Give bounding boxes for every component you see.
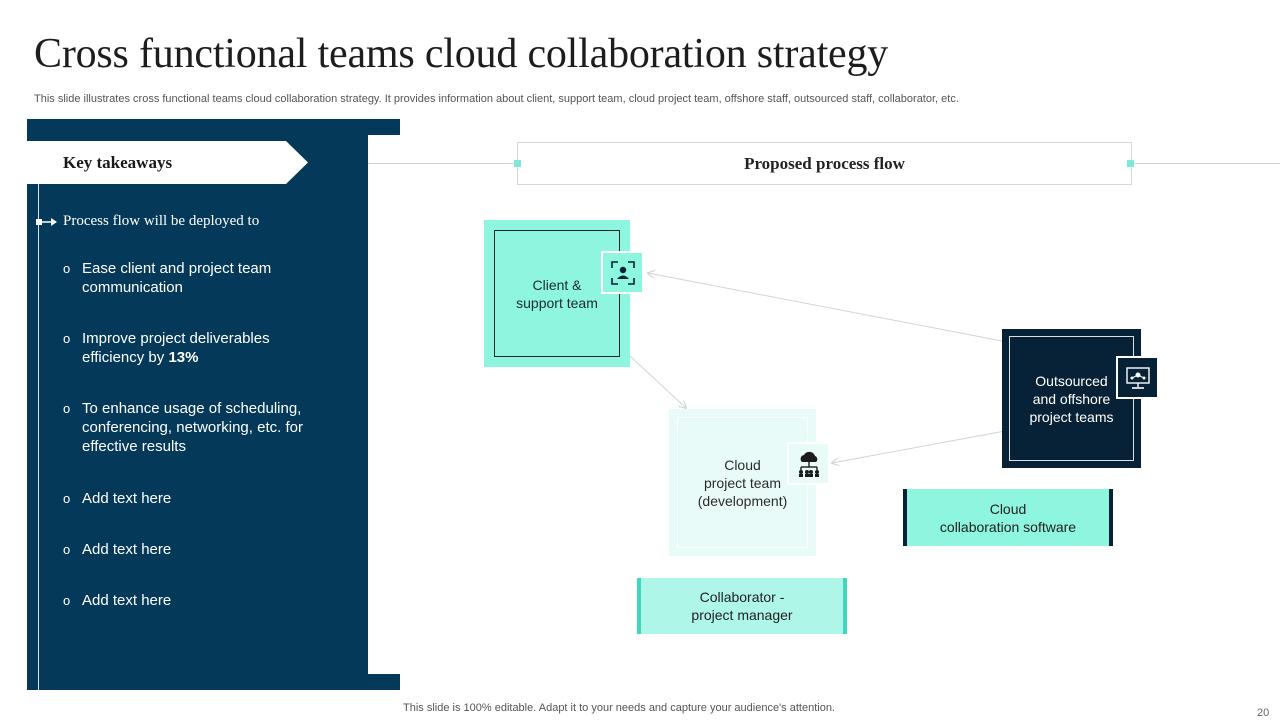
cloud-project-team-node: Cloud project team (development) [669,409,816,556]
takeaways-panel [27,119,400,690]
panel-cutout [368,135,400,674]
key-takeaways-heading: Key takeaways [63,153,173,172]
page-subtitle: This slide illustrates cross functional … [34,93,959,105]
arrow-bullet-icon [36,218,57,226]
monitor-network-icon [1116,356,1159,399]
takeaway-point: o Add text here [63,490,172,507]
circle-bullet-icon: o [63,331,71,346]
header-connector-left [368,163,518,164]
takeaway-point: o Improve project deliverables efficienc… [63,330,270,366]
efficiency-highlight: 13% [168,349,199,366]
page-number: 20 [1257,707,1270,719]
takeaway-point: o To enhance usage of scheduling, confer… [63,400,303,455]
circle-bullet-icon: o [63,542,71,557]
connector-dot [1127,160,1134,167]
cloud-collaboration-software-label: Cloud collaboration software [903,489,1113,546]
page-title: Cross functional teams cloud collaborati… [34,31,889,77]
takeaway-point: o Ease client and project team communica… [63,260,272,296]
process-flow-heading: Proposed process flow [517,142,1132,185]
header-connector-right [1131,163,1280,164]
takeaways-intro: Process flow will be deployed to [63,213,260,229]
arrow-client-to-cloud-team [629,355,686,408]
takeaway-point: o Add text here [63,541,172,558]
key-takeaways-tab [27,141,308,184]
footer-note: This slide is 100% editable. Adapt it to… [403,702,835,714]
takeaway-point: o Add text here [63,592,172,609]
arrow-outsourced-to-client [648,273,1003,342]
arrow-outsourced-to-cloud-team [832,430,1006,463]
connector-dot [514,160,521,167]
collaborator-project-manager-label: Collaborator - project manager [637,578,847,634]
user-focus-icon [601,251,644,294]
cloud-network-icon [787,442,830,485]
circle-bullet-icon: o [63,491,71,506]
circle-bullet-icon: o [63,401,71,416]
circle-bullet-icon: o [63,261,71,276]
outsourced-offshore-node: Outsourced and offshore project teams [1002,329,1141,468]
takeaways-guide-line [38,184,39,690]
circle-bullet-icon: o [63,593,71,608]
